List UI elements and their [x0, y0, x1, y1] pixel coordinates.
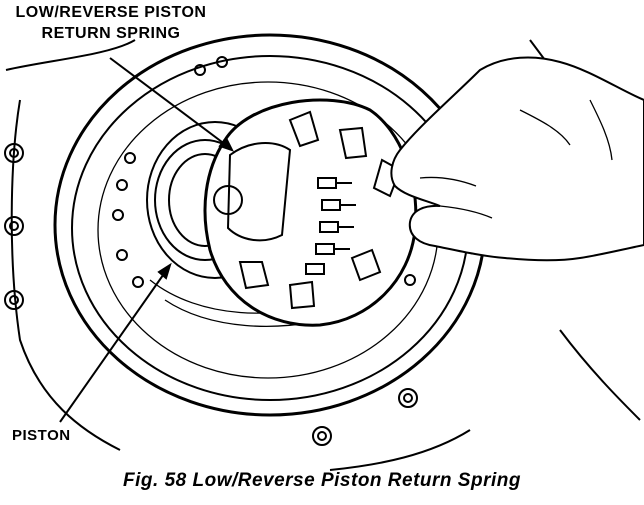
plate-cutout [288, 280, 316, 310]
leader-arrow [218, 136, 234, 152]
plate-hole [213, 185, 243, 215]
plate-cutout [238, 261, 270, 290]
springs [305, 177, 356, 275]
case-bolt [4, 216, 24, 236]
plate-cutout [338, 126, 368, 160]
piston-label: PISTON [12, 427, 71, 444]
case-bolt [4, 290, 24, 310]
figure-caption: Fig. 58 Low/Reverse Piston Return Spring [123, 470, 521, 491]
case-bolt [312, 426, 332, 446]
hand-knuckle [519, 99, 613, 161]
case-bolt [9, 221, 19, 231]
leader-return-spring [109, 57, 231, 149]
hand-finger-line [419, 176, 493, 219]
plate-cutout [288, 110, 320, 148]
plate-cutout [350, 248, 382, 282]
case-bolt [317, 431, 327, 441]
return-spring-label-line2: RETURN SPRING [41, 25, 181, 42]
case-outline [5, 39, 136, 451]
return-spring-label-line1: LOW/REVERSE PISTON [15, 4, 207, 21]
case-bolt [398, 388, 418, 408]
case-bolt [403, 393, 413, 403]
plate-cutout [226, 142, 292, 242]
leader-piston [59, 267, 169, 423]
case-bolt [9, 295, 19, 305]
case-bolt [4, 143, 24, 163]
hand [390, 56, 644, 262]
leader-arrow [157, 262, 172, 280]
return-spring-label: LOW/REVERSE PISTON RETURN SPRING [0, 2, 222, 44]
case-bolt [9, 148, 19, 158]
